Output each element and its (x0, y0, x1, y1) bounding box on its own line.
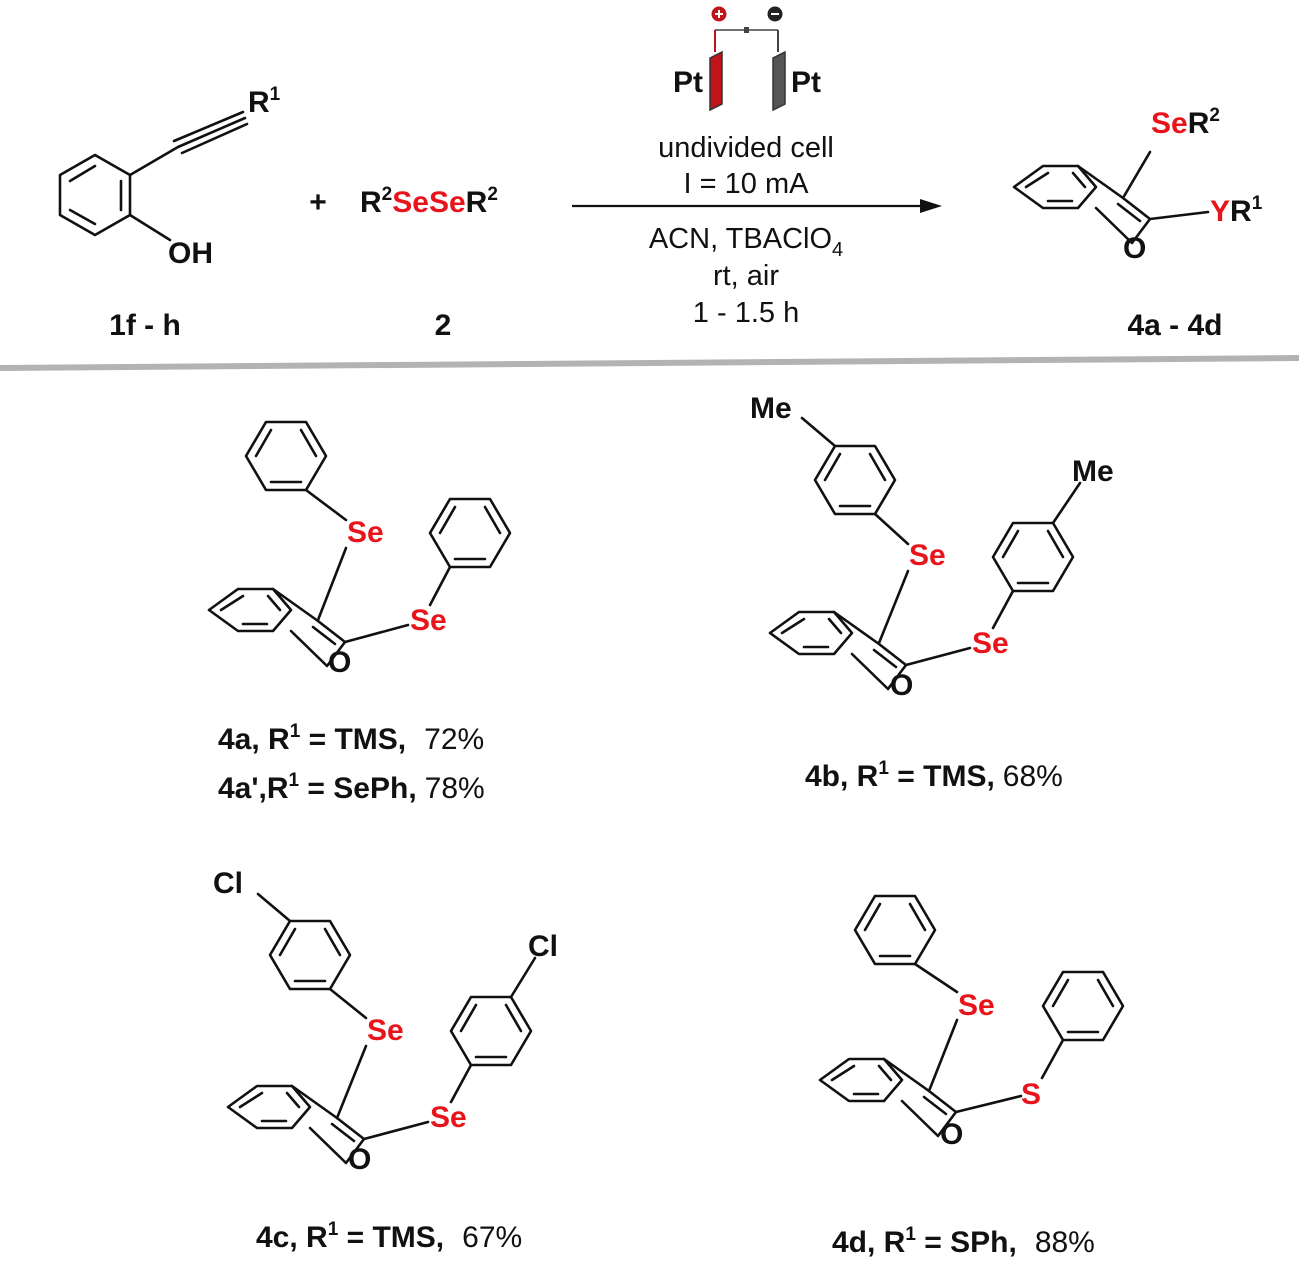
product-y-r1: YR1 (1210, 193, 1263, 228)
se-atom: Se (347, 516, 384, 549)
plus-sign: + (309, 186, 327, 219)
se-atom: Se (972, 627, 1009, 660)
chloro-group: Cl (528, 930, 558, 963)
electrolysis-cell: Pt Pt (673, 6, 821, 112)
compound-4b: Se Se O Me Me 4b, R1 = TMS,68% (750, 392, 1114, 793)
substrate-id: 1f - h (109, 309, 181, 342)
reagent-id: 2 (435, 309, 452, 342)
product-se-r2: SeR2 (1151, 105, 1220, 140)
cathode-minus-icon (767, 6, 783, 22)
anode-plus-icon (711, 6, 727, 22)
anode-plate (709, 50, 723, 112)
se-atom: Se (958, 989, 995, 1022)
label-4c: 4c, R1 = TMS,67% (256, 1219, 522, 1254)
condition-time: 1 - 1.5 h (693, 297, 799, 329)
product-oxygen: O (1123, 232, 1146, 265)
section-divider (0, 355, 1299, 371)
substrate-hydroxyl: OH (168, 237, 213, 270)
reaction-arrow (572, 199, 942, 213)
compound-4c: Se Se O Cl Cl 4c, R1 = TMS,67% (213, 867, 558, 1254)
condition-solvent: ACN, TBAClO4 (649, 223, 843, 261)
label-4b: 4b, R1 = TMS,68% (805, 758, 1063, 793)
substrate-r-group: R1 (248, 84, 281, 119)
methyl-group: Me (750, 392, 792, 425)
se-atom: Se (909, 539, 946, 572)
se-atom: Se (410, 604, 447, 637)
methyl-group: Me (1072, 455, 1114, 488)
cathode-label: Pt (791, 66, 821, 99)
se-atom: Se (367, 1014, 404, 1047)
anode-label: Pt (673, 66, 703, 99)
condition-temperature: rt, air (713, 260, 779, 292)
sulfur-atom: S (1021, 1078, 1041, 1111)
compound-4d: Se S O 4d, R1 = SPh,88% (818, 894, 1125, 1259)
condition-cell: undivided cell (658, 132, 834, 164)
reagent-formula: R2SeSeR2 (360, 184, 498, 219)
product-id: 4a - 4d (1127, 309, 1222, 342)
label-4a: 4a, R1 = TMS,72% (218, 721, 484, 756)
reaction-conditions: undivided cell I = 10 mA ACN, TBAClO4 rt… (649, 132, 843, 329)
compound-4a: Se Se O 4a, R1 = TMS,72% 4a',R1 = SePh,7… (207, 420, 512, 805)
oxygen-atom: O (328, 646, 351, 679)
se-atom: Se (430, 1101, 467, 1134)
chloro-group: Cl (213, 867, 243, 900)
substrate-1f-h: R1 OH 1f - h (58, 84, 281, 342)
product-general: SeR2 YR1 O 4a - 4d (1012, 105, 1263, 342)
reagent-diselenide: R2SeSeR2 2 (360, 184, 498, 342)
condition-current: I = 10 mA (684, 168, 810, 200)
label-4d: 4d, R1 = SPh,88% (832, 1224, 1095, 1259)
battery-symbol (744, 27, 749, 33)
label-4a-prime: 4a',R1 = SePh,78% (218, 770, 485, 805)
oxygen-atom: O (890, 669, 913, 702)
oxygen-atom: O (348, 1143, 371, 1176)
cathode-plate (772, 50, 786, 112)
oxygen-atom: O (940, 1118, 963, 1151)
